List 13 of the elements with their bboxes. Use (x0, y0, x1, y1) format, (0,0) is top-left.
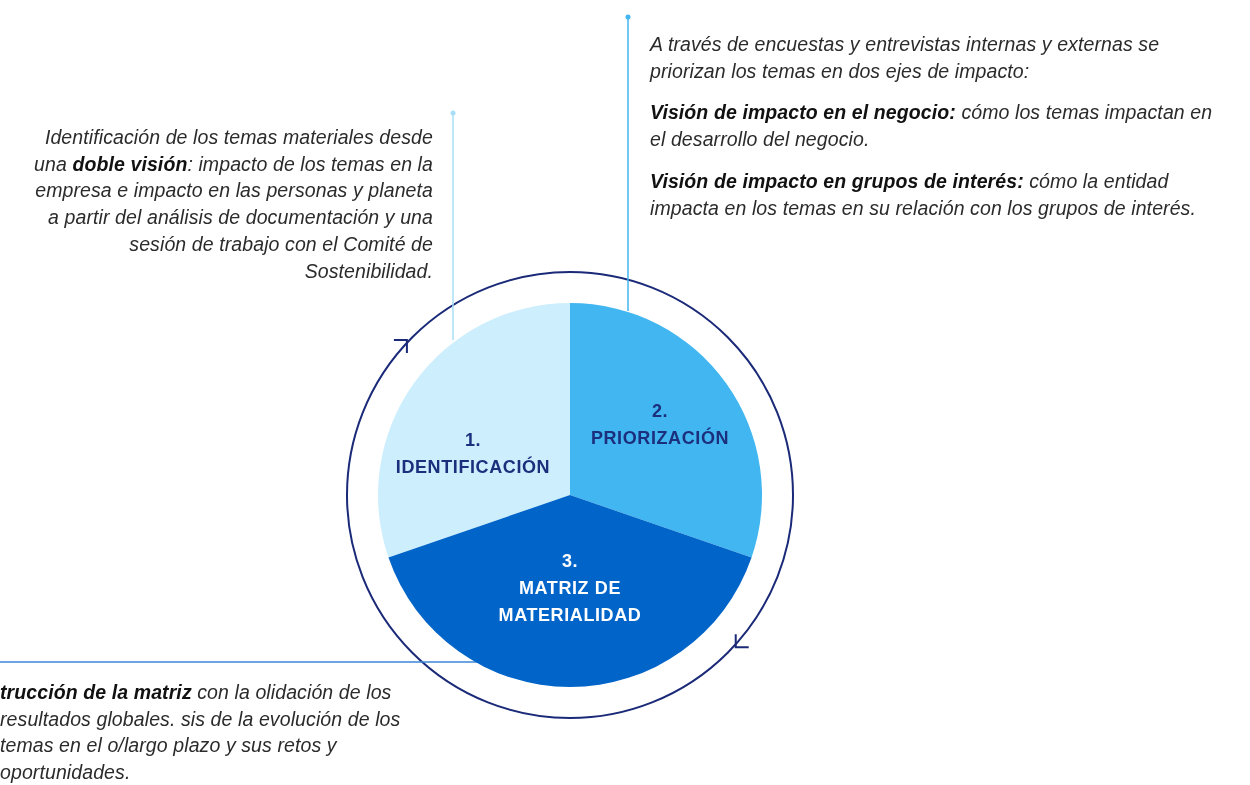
leader-line (625, 14, 631, 312)
step-number: 3. (561, 549, 579, 573)
step-title: MATRIZ DE MATERIALIDAD (497, 576, 643, 627)
description-text: Visión de impacto en grupos de interés: cómo la entidad impacta en los temas en su relación con los grupos de interés. (650, 168, 1197, 221)
step-number: 1. (464, 429, 482, 452)
step-title: IDENTIFICACIÓN (395, 455, 551, 479)
description-text: trucción de la matriz con la olidación de los resultados globales. sis de la evolución de los temas en el o/largo plazo y sus retos y oportunidades. (0, 680, 402, 785)
description-text: A través de encuestas y entrevistas internas y externas se priorizan los temas en dos ejes de impacto: (650, 32, 1161, 84)
step-number: 2. (651, 400, 669, 423)
description-text: Visión de impacto en el negocio: cómo los temas impactan en el desarrollo del negocio. (650, 100, 1214, 153)
step-title: PRIORIZACIÓN (590, 426, 730, 450)
leader-line (450, 110, 456, 341)
description-text: Identificación de los temas materiales desde una doble visión: impacto de los temas en la empresa e impacto en las personas y planeta a partir del análisis de documentación y una sesión de trabajo con el Comité de Sostenibilidad. (33, 125, 433, 284)
